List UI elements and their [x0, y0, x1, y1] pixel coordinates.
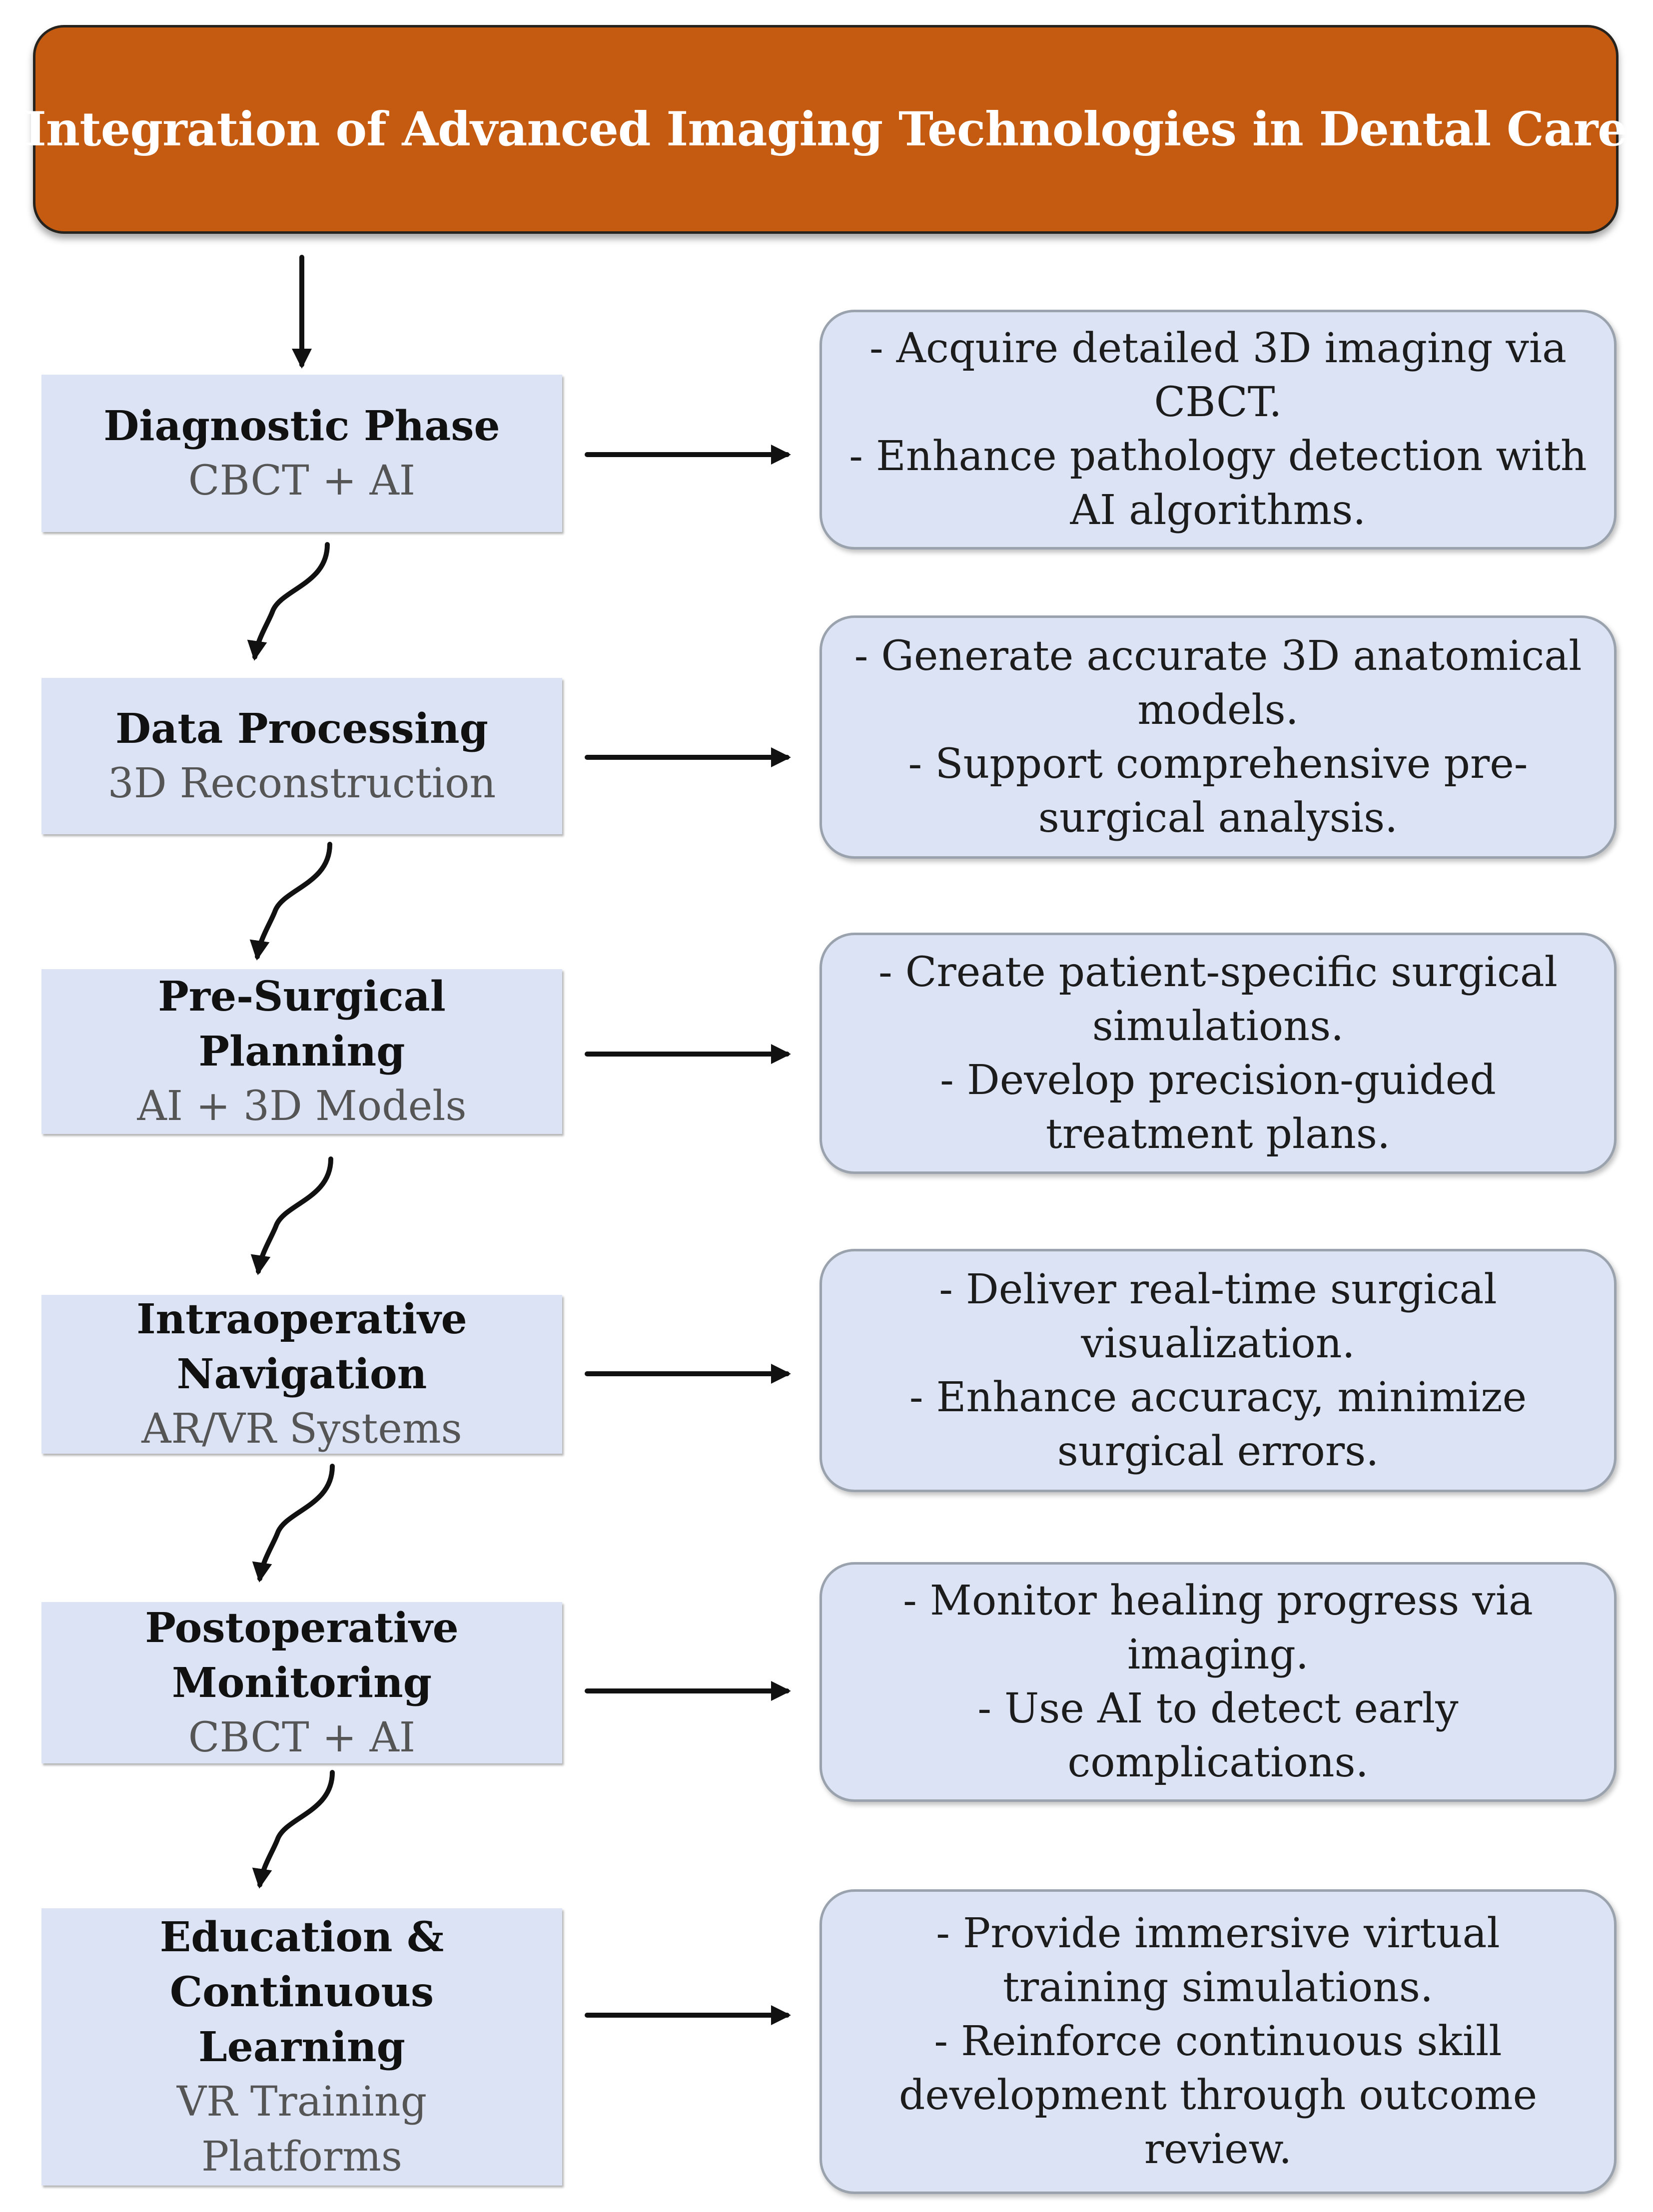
detail-line: imaging.: [1127, 1631, 1309, 1678]
diagram-title: Integration of Advanced Imaging Technolo…: [24, 102, 1628, 157]
phase-title: Intraoperative: [136, 1295, 467, 1343]
curved-arrow-5: [252, 1770, 335, 1889]
phase-title: Postoperative: [145, 1604, 459, 1652]
phase-title: Planning: [198, 1028, 405, 1076]
detail-line: - Use AI to detect early: [977, 1685, 1459, 1732]
detail-line: - Acquire detailed 3D imaging via: [869, 325, 1567, 372]
detail-box-pre-surgical-planning: - Create patient-specific surgical simul…: [820, 933, 1617, 1174]
detail-line: - Deliver real-time surgical: [939, 1265, 1497, 1313]
detail-line: complications.: [1067, 1739, 1369, 1786]
detail-line: - Enhance pathology detection with: [849, 433, 1587, 480]
phase-title: Diagnostic Phase: [103, 402, 500, 450]
phase-box-education-continuous-learning: Education & Continuous Learning VR Train…: [41, 1908, 562, 2186]
phase-box-pre-surgical-planning: Pre-Surgical Planning AI + 3D Models: [41, 969, 562, 1134]
detail-line: simulations.: [1092, 1002, 1344, 1050]
detail-line: models.: [1137, 686, 1299, 734]
phase-box-data-processing: Data Processing 3D Reconstruction: [41, 678, 562, 834]
phase-box-diagnostic: Diagnostic Phase CBCT + AI: [41, 375, 562, 532]
header-banner: Integration of Advanced Imaging Technolo…: [24, 25, 1628, 234]
detail-box-education-continuous-learning: - Provide immersive virtual training sim…: [820, 1889, 1617, 2194]
detail-line: - Generate accurate 3D anatomical: [854, 632, 1582, 680]
phase-title: Continuous: [169, 1968, 434, 2016]
detail-box-diagnostic: - Acquire detailed 3D imaging via CBCT. …: [820, 310, 1617, 550]
curved-arrow-2: [249, 842, 332, 961]
detail-line: - Create patient-specific surgical: [878, 948, 1558, 996]
detail-box-intraoperative-navigation: - Deliver real-time surgical visualizati…: [820, 1249, 1617, 1492]
detail-line: - Provide immersive virtual: [936, 1910, 1500, 1957]
phase-title: Learning: [198, 2023, 405, 2071]
phase-subtitle: Platforms: [201, 2133, 402, 2181]
phase-box-intraoperative-navigation: Intraoperative Navigation AR/VR Systems: [41, 1295, 562, 1454]
curved-arrow-1: [247, 542, 330, 661]
phase-title: Education &: [159, 1913, 444, 1961]
detail-line: training simulations.: [1002, 1964, 1434, 2011]
phase-title: Pre-Surgical: [158, 973, 446, 1021]
curved-arrow-3: [250, 1156, 333, 1275]
detail-line: review.: [1144, 2126, 1292, 2173]
phase-title: Data Processing: [115, 704, 488, 753]
detail-line: visualization.: [1081, 1319, 1355, 1367]
detail-line: - Develop precision-guided: [940, 1056, 1496, 1104]
detail-box-data-processing: - Generate accurate 3D anatomical models…: [820, 615, 1617, 859]
phase-title: Monitoring: [171, 1659, 432, 1707]
detail-line: development through outcome: [898, 2072, 1538, 2119]
detail-line: AI algorithms.: [1070, 487, 1366, 534]
detail-box-postoperative-monitoring: - Monitor healing progress via imaging. …: [820, 1562, 1617, 1802]
curved-arrow-4: [252, 1464, 335, 1583]
detail-line: - Reinforce continuous skill: [934, 2018, 1502, 2065]
phase-subtitle: CBCT + AI: [188, 1713, 416, 1761]
detail-line: CBCT.: [1154, 379, 1282, 426]
phase-subtitle: CBCT + AI: [188, 457, 416, 505]
phase-subtitle: 3D Reconstruction: [107, 759, 496, 807]
phase-title: Navigation: [176, 1350, 427, 1398]
phase-subtitle: AR/VR Systems: [141, 1405, 462, 1453]
detail-line: - Enhance accuracy, minimize: [909, 1373, 1527, 1421]
detail-line: surgical analysis.: [1038, 794, 1398, 842]
phase-subtitle: VR Training: [176, 2078, 427, 2126]
detail-line: treatment plans.: [1045, 1110, 1391, 1158]
detail-line: - Support comprehensive pre-: [908, 740, 1528, 788]
detail-line: surgical errors.: [1057, 1427, 1379, 1475]
phase-box-postoperative-monitoring: Postoperative Monitoring CBCT + AI: [41, 1602, 562, 1763]
phase-subtitle: AI + 3D Models: [137, 1083, 467, 1130]
detail-line: - Monitor healing progress via: [903, 1577, 1533, 1625]
